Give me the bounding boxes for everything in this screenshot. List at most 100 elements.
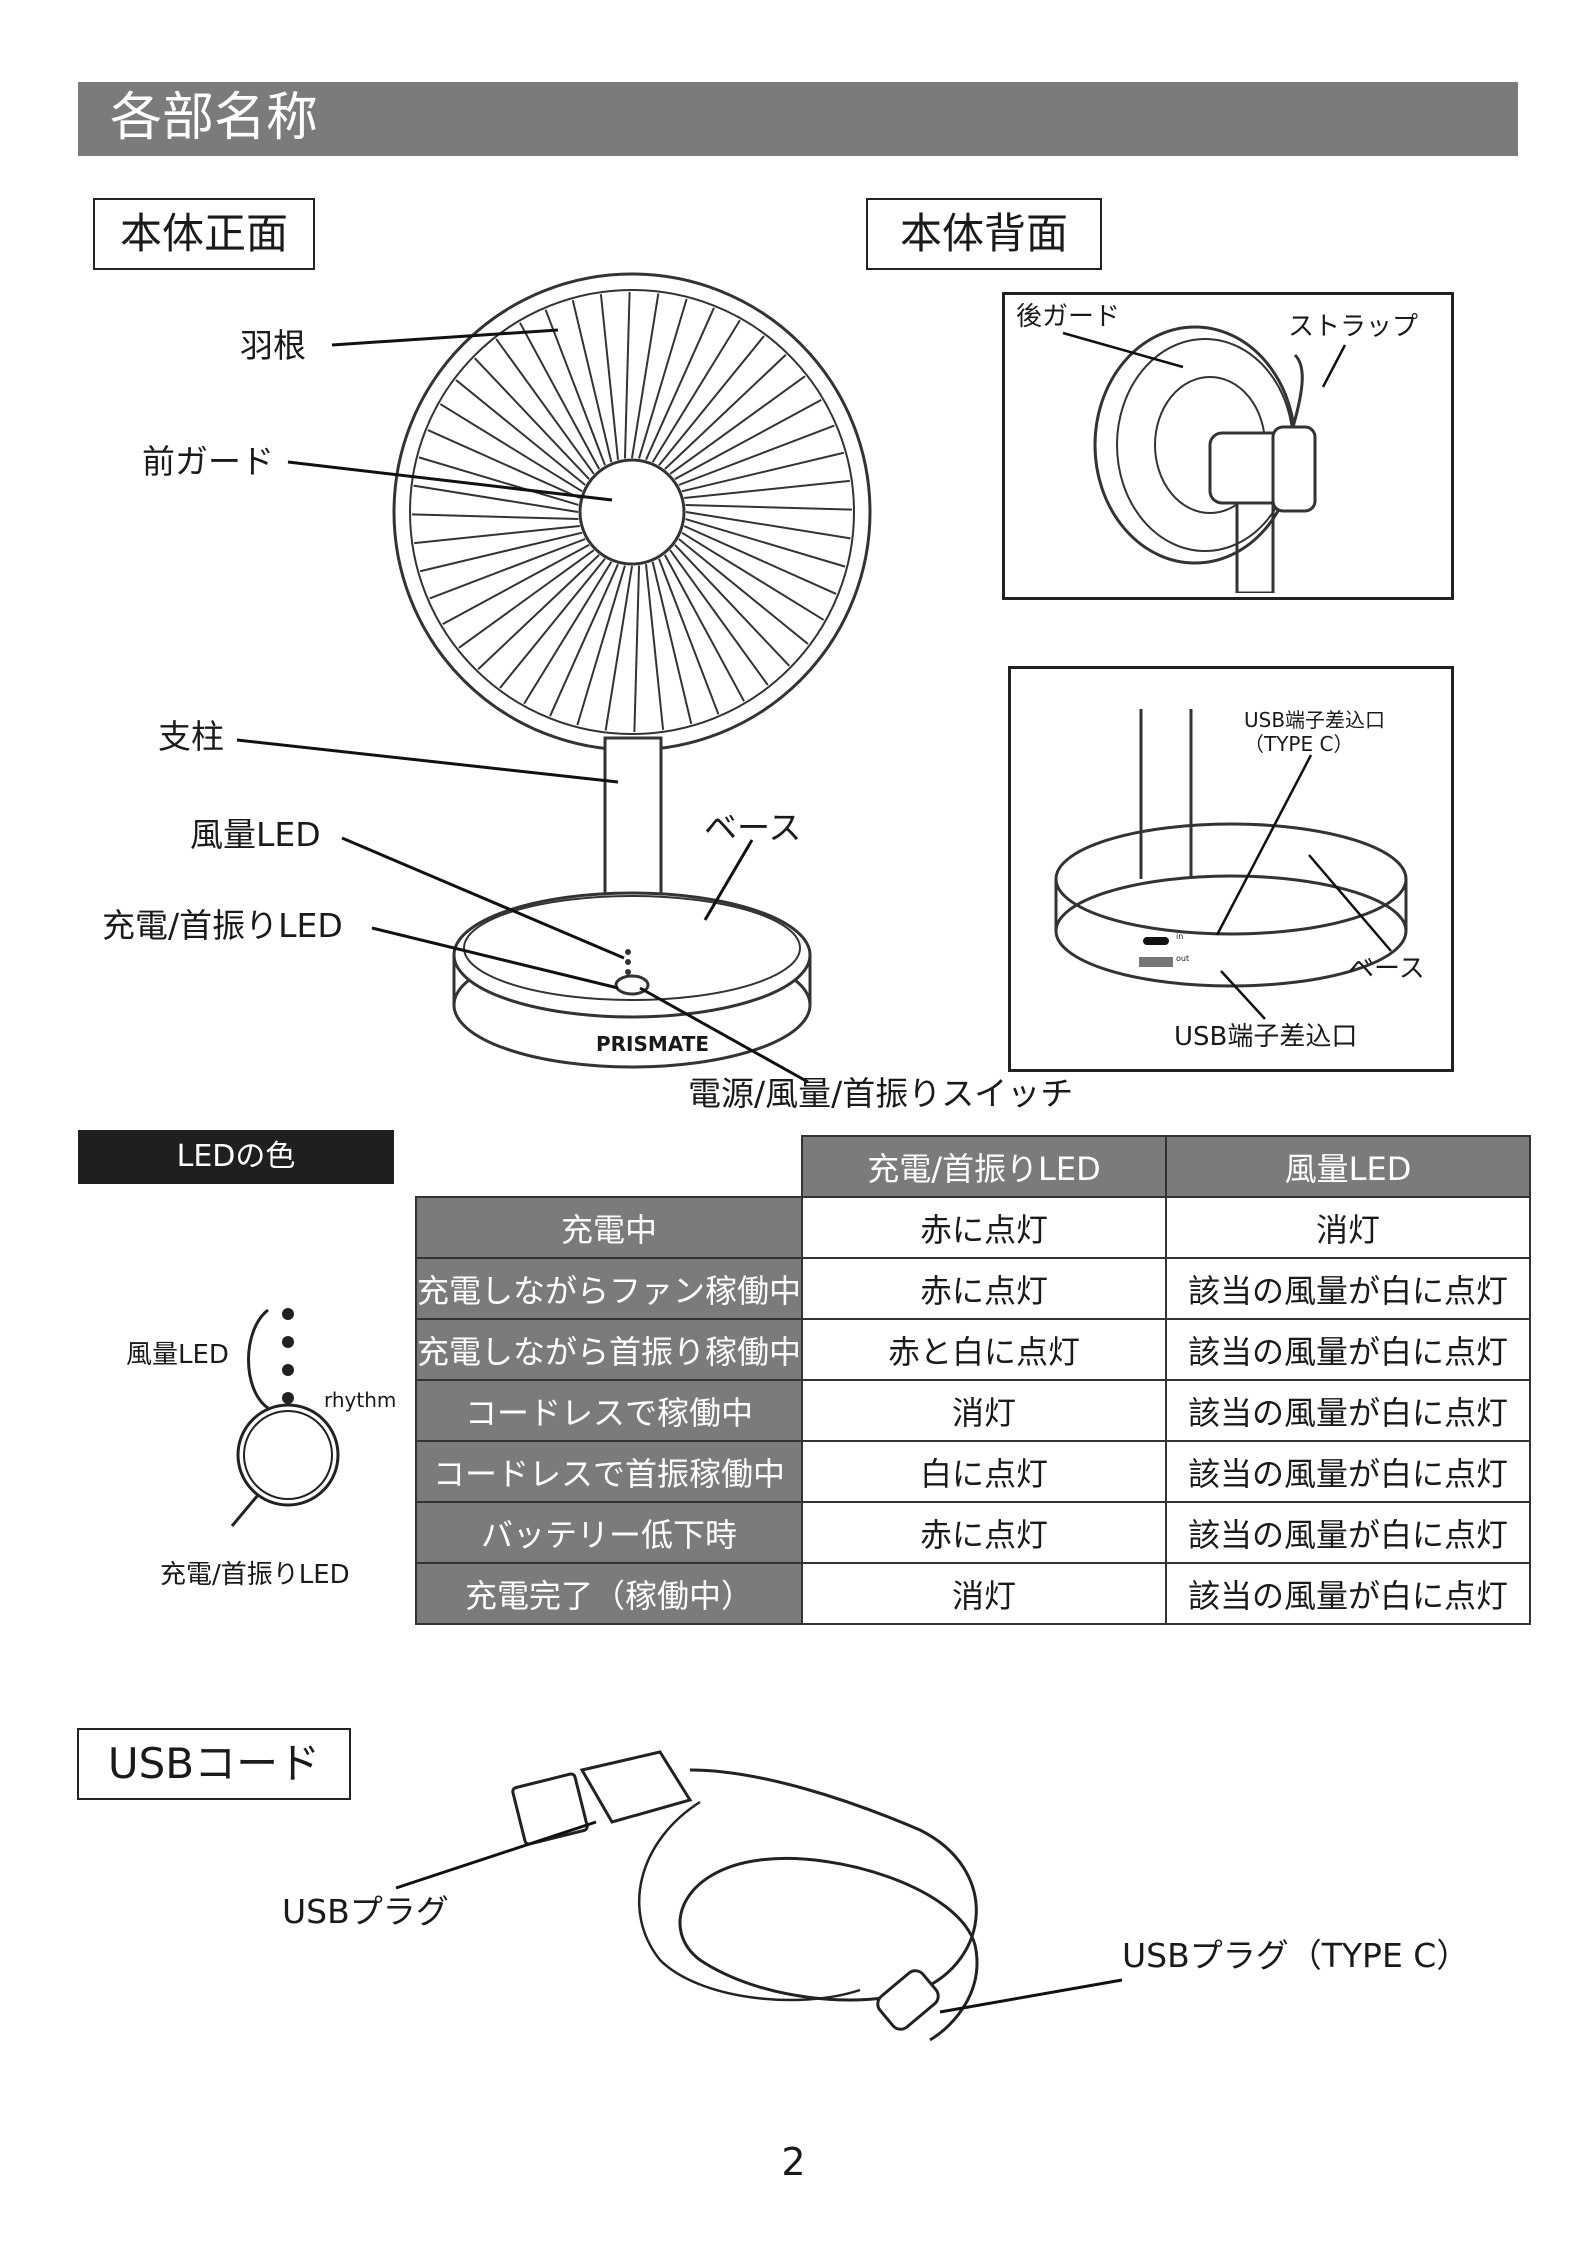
guard-spoke	[685, 511, 851, 540]
guard-spoke	[663, 554, 745, 702]
label-base-front: ベース	[704, 808, 802, 847]
label-front-guard: 前ガード	[142, 442, 274, 481]
led-table-charge-cell: 消灯	[801, 1562, 1168, 1625]
guard-spoke	[576, 565, 626, 726]
guard-spoke	[674, 399, 822, 481]
guard-spoke	[651, 319, 741, 463]
led-table-fan-cell: 該当の風量が白に点灯	[1165, 1257, 1532, 1320]
page-number: 2	[781, 2140, 806, 2184]
base-detail-illustration	[1054, 709, 1408, 1020]
guard-spoke	[638, 298, 688, 459]
led-table-fan-cell: 該当の風量が白に点灯	[1165, 1501, 1532, 1564]
guard-spoke	[678, 424, 835, 486]
led-table-row: 充電しながら首振り稼働中赤と白に点灯該当の風量が白に点灯	[414, 1318, 1532, 1381]
back-view-box	[1002, 292, 1454, 600]
guard-spoke	[419, 531, 583, 573]
guard-spoke	[455, 379, 586, 486]
guard-spoke	[669, 549, 769, 686]
port-in-marking: in	[1176, 932, 1184, 941]
label-usb-plug-typec: USBプラグ（TYPE C）	[1122, 1936, 1470, 1975]
guard-spoke	[429, 538, 586, 600]
led-table-state-cell: 充電しながらファン稼働中	[414, 1257, 804, 1320]
guard-spoke	[411, 513, 579, 521]
front-guard-center-cap	[578, 458, 686, 566]
led-table-row: 充電しながらファン稼働中赤に点灯該当の風量が白に点灯	[414, 1257, 1532, 1320]
led-table-fan-cell: 該当の風量が白に点灯	[1165, 1379, 1532, 1442]
led-table-state-cell: コードレスで稼働中	[414, 1379, 804, 1442]
guard-spoke	[669, 375, 806, 475]
led-table-col-charge: 充電/首振りLED	[801, 1135, 1168, 1198]
label-usb-typec-port-line1: USB端子差込口	[1244, 708, 1386, 732]
guard-spoke	[644, 564, 665, 730]
guard-spoke	[678, 538, 809, 645]
guard-spoke	[599, 294, 620, 460]
back-fan-illustration	[1062, 325, 1347, 593]
guard-spoke	[685, 518, 846, 568]
led-table-col-fan: 風量LED	[1165, 1135, 1532, 1198]
label-pole: 支柱	[158, 717, 224, 756]
guard-spoke	[658, 335, 765, 466]
led-table-row: 充電中赤に点灯消灯	[414, 1196, 1532, 1259]
guard-spoke	[458, 549, 595, 649]
led-table-fan-cell: 消灯	[1165, 1196, 1532, 1259]
label-usb-port: USB端子差込口	[1174, 1022, 1358, 1052]
label-fan-led: 風量LED	[190, 815, 321, 854]
led-table-state-cell: 充電しながら首振り稼働中	[414, 1318, 804, 1381]
front-view-title: 本体正面	[93, 198, 315, 270]
led-table-header-row: 充電/首振りLED 風量LED	[416, 1135, 1532, 1198]
label-base-back: ベース	[1348, 954, 1425, 984]
led-diagram-charge-led-label: 充電/首振りLED	[160, 1560, 350, 1590]
led-table-corner	[416, 1136, 802, 1197]
label-rear-guard: 後ガード	[1016, 302, 1121, 332]
guard-spoke	[683, 525, 837, 595]
guard-spoke	[633, 565, 641, 733]
label-strap: ストラップ	[1288, 312, 1419, 342]
guard-spoke	[544, 309, 606, 466]
guard-spoke	[439, 403, 583, 493]
guard-spoke	[658, 558, 720, 715]
back-view-title: 本体背面	[866, 198, 1102, 270]
led-table-charge-cell: 赤に点灯	[801, 1257, 1168, 1320]
guard-spoke	[623, 291, 631, 459]
guard-spoke	[631, 293, 660, 459]
led-table-state-cell: 充電中	[414, 1196, 804, 1259]
guard-spoke	[681, 451, 845, 493]
guard-spoke	[413, 484, 579, 513]
guard-spoke	[651, 561, 693, 725]
guard-spoke	[571, 299, 613, 463]
guard-spoke	[519, 322, 601, 470]
guard-spoke	[418, 456, 579, 506]
led-table-state-cell: 充電完了（稼働中）	[414, 1562, 804, 1625]
led-table-charge-cell: 消灯	[801, 1379, 1168, 1442]
led-table-state-cell: バッテリー低下時	[414, 1501, 804, 1564]
section-title: 各部名称	[110, 88, 319, 148]
label-blade: 羽根	[240, 326, 306, 365]
led-table-row: コードレスで稼働中消灯該当の風量が白に点灯	[414, 1379, 1532, 1442]
label-usb-plug: USBプラグ	[282, 1892, 449, 1931]
led-table-charge-cell: 赤に点灯	[801, 1196, 1168, 1259]
led-table-fan-cell: 該当の風量が白に点灯	[1165, 1562, 1532, 1625]
guard-spoke	[442, 543, 590, 625]
front-guard-spokes	[411, 291, 853, 733]
guard-spoke	[427, 429, 581, 499]
led-table-charge-cell: 赤と白に点灯	[801, 1318, 1168, 1381]
led-table-row: バッテリー低下時赤に点灯該当の風量が白に点灯	[414, 1501, 1532, 1564]
guard-spoke	[495, 338, 595, 475]
led-table-state-cell: コードレスで首振稼働中	[414, 1440, 804, 1503]
section-title-bar: 各部名称	[78, 82, 1518, 156]
label-switch: 電源/風量/首振りスイッチ	[688, 1074, 1074, 1113]
power-switch-shape	[614, 974, 650, 996]
guard-spoke	[681, 531, 825, 621]
front-guard-inner-ring	[409, 289, 855, 735]
base-detail-box	[1008, 666, 1454, 1072]
guard-spoke	[474, 357, 590, 480]
led-table-row: 充電完了（稼働中）消灯該当の風量が白に点灯	[414, 1562, 1532, 1625]
brand-logo: PRISMATE	[596, 1032, 710, 1056]
led-diagram-fan-led-label: 風量LED	[126, 1340, 229, 1370]
led-table-charge-cell: 赤に点灯	[801, 1501, 1168, 1564]
port-out-marking: out	[1176, 954, 1190, 963]
guard-spoke	[499, 558, 606, 689]
guard-spoke	[645, 307, 715, 461]
led-table-row: コードレスで首振稼働中白に点灯該当の風量が白に点灯	[414, 1440, 1532, 1503]
guard-spoke	[477, 554, 600, 670]
